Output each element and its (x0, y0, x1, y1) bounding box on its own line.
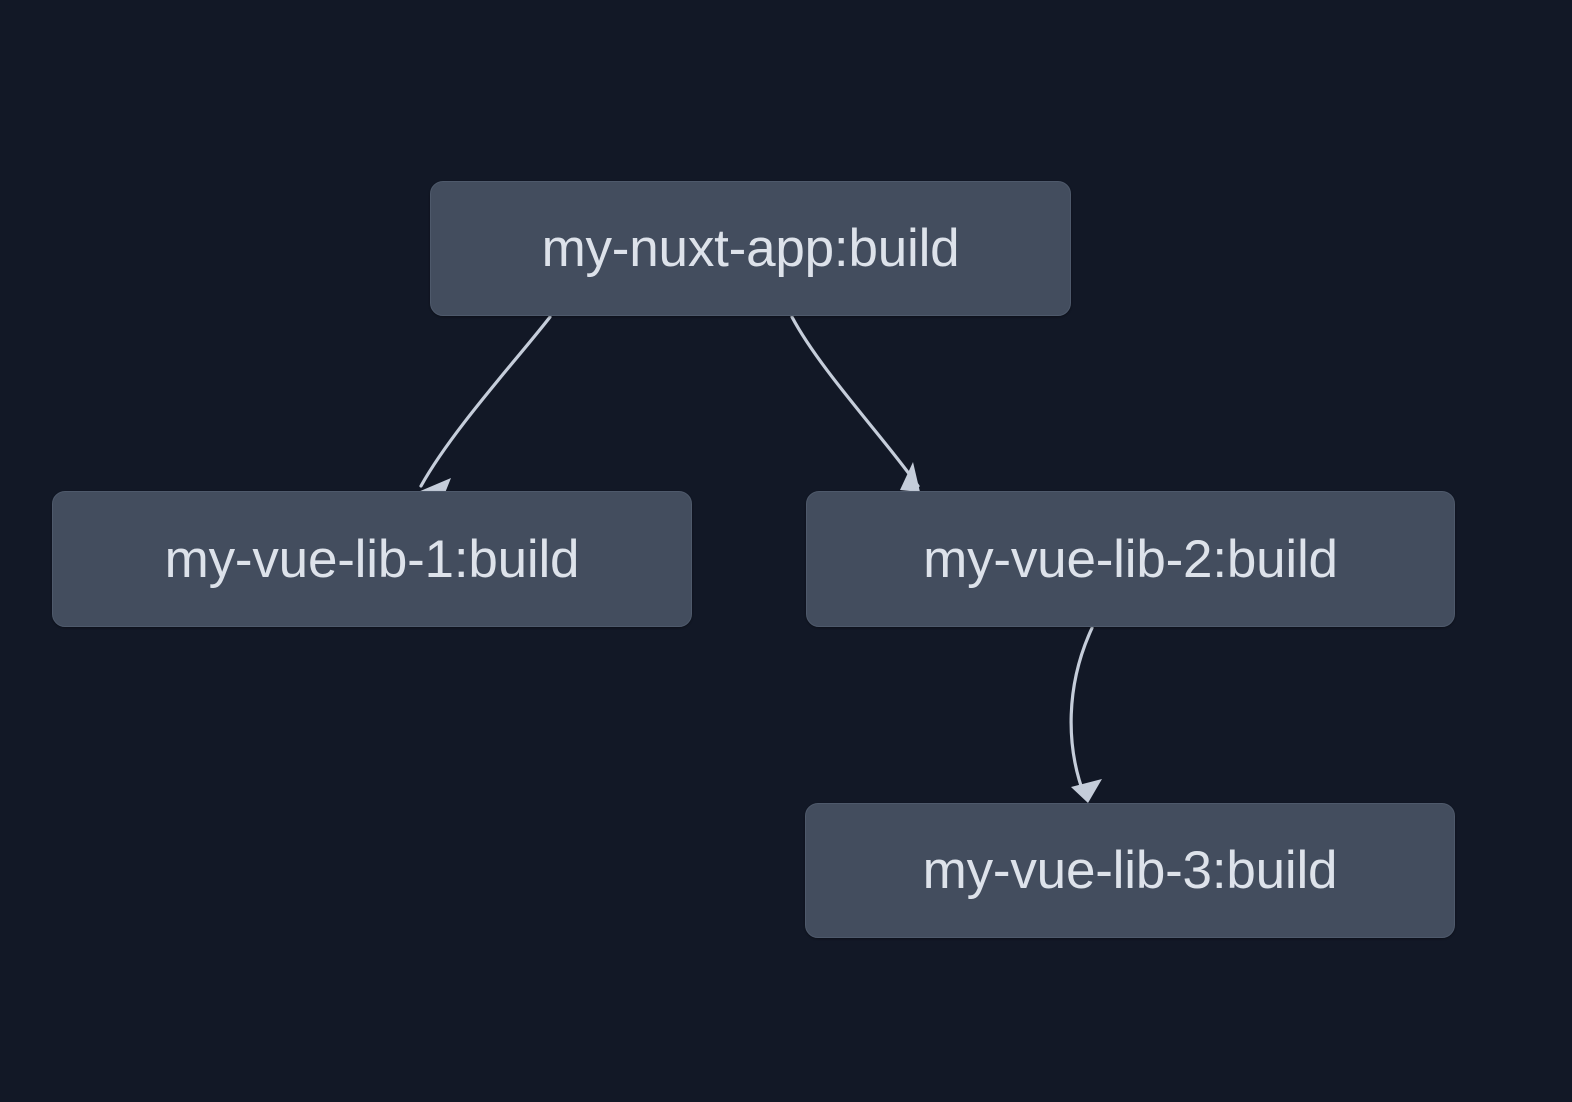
graph-node-label: my-nuxt-app:build (541, 219, 960, 278)
edge-path (1069, 626, 1094, 799)
edge-path (419, 315, 552, 488)
arrowhead (900, 462, 920, 492)
graph-node-my-nuxt-app-build[interactable]: my-nuxt-app:build (430, 181, 1071, 316)
graph-node-my-vue-lib-2-build[interactable]: my-vue-lib-2:build (806, 491, 1455, 627)
graph-node-my-vue-lib-1-build[interactable]: my-vue-lib-1:build (52, 491, 692, 627)
edge-lib2-to-lib3 (1069, 626, 1102, 803)
graph-node-my-vue-lib-3-build[interactable]: my-vue-lib-3:build (805, 803, 1455, 938)
edge-nuxt-to-lib1 (418, 315, 552, 513)
graph-node-label: my-vue-lib-3:build (922, 841, 1338, 900)
edge-nuxt-to-lib2 (790, 315, 920, 492)
graph-node-label: my-vue-lib-1:build (164, 529, 580, 589)
arrowhead (1071, 779, 1102, 803)
graph-node-label: my-vue-lib-2:build (923, 529, 1338, 589)
edge-path (790, 315, 920, 488)
